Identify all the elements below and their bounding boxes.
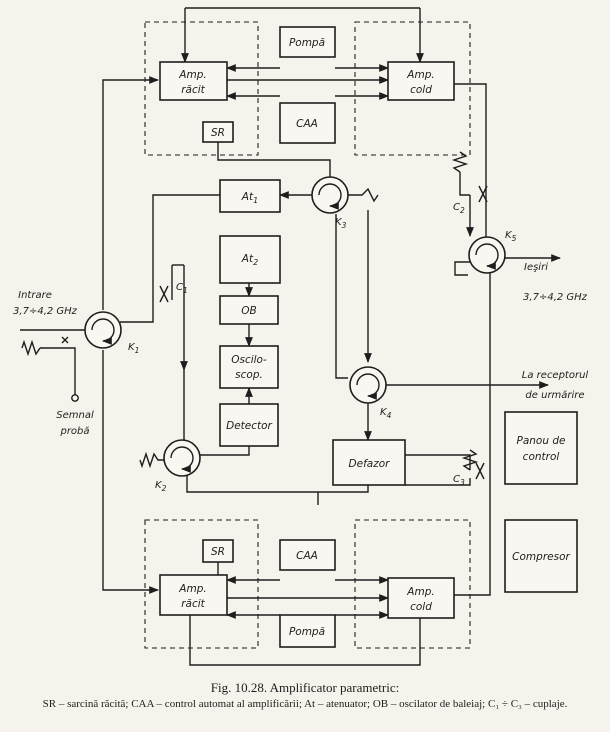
k5-label: K5 [505, 230, 517, 243]
output-frequency: 3,7÷4,2 GHz [523, 292, 588, 303]
k4-label: K4 [380, 407, 392, 420]
oscilloscope-box [219, 345, 279, 389]
k1-label: K1 [128, 342, 139, 355]
ob-label: OB [241, 305, 256, 317]
circulator-k4 [349, 366, 387, 404]
amp-cooled-bottom-label-1: Amp. [178, 583, 206, 595]
termination-c3 [461, 449, 479, 471]
circulator-k2 [163, 439, 201, 477]
pump-bottom-box [279, 614, 336, 648]
circulator-k5 [468, 236, 506, 274]
at2-label: At2 [241, 253, 258, 267]
defazor-label: Defazor [349, 458, 391, 470]
control-panel-label-2: control [523, 451, 560, 463]
caa-top-box [279, 102, 336, 144]
input-frequency: 3,7÷4,2 GHz [13, 306, 78, 317]
test-signal-label-2: probă [59, 426, 89, 437]
amp-cold-top-box [387, 61, 455, 101]
compressor-label: Compresor [512, 551, 570, 563]
signal-source-dot [71, 394, 79, 402]
sr-bottom-box [202, 539, 234, 563]
caa-bottom-label: CAA [296, 550, 318, 562]
c1-label: C1 [176, 282, 188, 295]
pump-top-label: Pompă [289, 37, 325, 49]
amp-cold-bottom-box [387, 577, 455, 619]
top-cooled-enclosure [144, 21, 259, 156]
amp-cooled-bottom-label-2: răcit [181, 598, 205, 610]
coupler-c1-mark [159, 285, 169, 303]
test-signal-label-1: Semnal [56, 410, 94, 421]
oscilloscope-label-2: scop. [235, 369, 263, 381]
top-cold-enclosure [354, 21, 471, 156]
sr-top-label: SR [211, 127, 225, 139]
compressor-box [504, 519, 578, 593]
output-label: Ieşiri [524, 262, 548, 273]
detector-label: Detector [226, 420, 272, 432]
sr-top-box [202, 121, 234, 143]
caa-bottom-box [279, 539, 336, 571]
caa-top-label: CAA [296, 118, 318, 130]
receiver-label-2: de urmărire [525, 390, 584, 401]
at2-box [219, 235, 281, 284]
amp-cooled-top-label-1: Amp. [178, 69, 206, 81]
figure-caption-title: Fig. 10.28. Amplificator parametric: [210, 680, 400, 695]
termination-signal [21, 339, 41, 357]
amp-cold-bottom-label-2: cold [410, 601, 432, 613]
oscilloscope-label-1: Oscilo- [231, 354, 267, 366]
pump-bottom-label: Pompă [289, 626, 325, 638]
input-label: Intrare [18, 290, 52, 301]
control-panel-box [504, 411, 578, 485]
ob-box [219, 295, 279, 325]
coupler-c3-mark [475, 462, 485, 480]
amp-cold-top-label-2: cold [410, 84, 432, 96]
termination-k2 [139, 451, 168, 469]
sr-bottom-label: SR [211, 546, 225, 558]
amp-cooled-top-box [159, 61, 228, 101]
receiver-label-1: La receptorul [522, 370, 589, 381]
c2-label: C2 [453, 202, 465, 215]
figure-caption-legend: SR – sarcină răcită; CAA – control autom… [42, 698, 568, 710]
coupler-c2-mark [478, 185, 488, 203]
pump-top-box [279, 26, 336, 58]
amp-cooled-bottom-box [159, 574, 228, 616]
defazor-box [332, 439, 406, 486]
amp-cold-bottom-label-1: Amp. [406, 586, 434, 598]
detector-box [219, 403, 279, 447]
control-panel-label-1: Panou de [517, 435, 566, 447]
amp-cooled-top-label-2: răcit [181, 84, 205, 96]
parametric-amplifier-diagram: Pompă Amp. răcit Amp. cold CAA SR At1 At… [13, 7, 589, 666]
c3-label: C3 [453, 474, 465, 487]
amp-cold-top-label-1: Amp. [406, 69, 434, 81]
k2-label: K2 [155, 480, 167, 493]
termination-c2 [451, 151, 469, 173]
bottom-cooled-enclosure [144, 519, 259, 649]
circulator-k1 [84, 311, 122, 349]
k3-label: K3 [335, 217, 347, 230]
circulator-k3 [311, 176, 349, 214]
at1-label: At1 [241, 191, 258, 205]
at1-box [219, 179, 281, 213]
bottom-cold-enclosure [354, 519, 471, 649]
